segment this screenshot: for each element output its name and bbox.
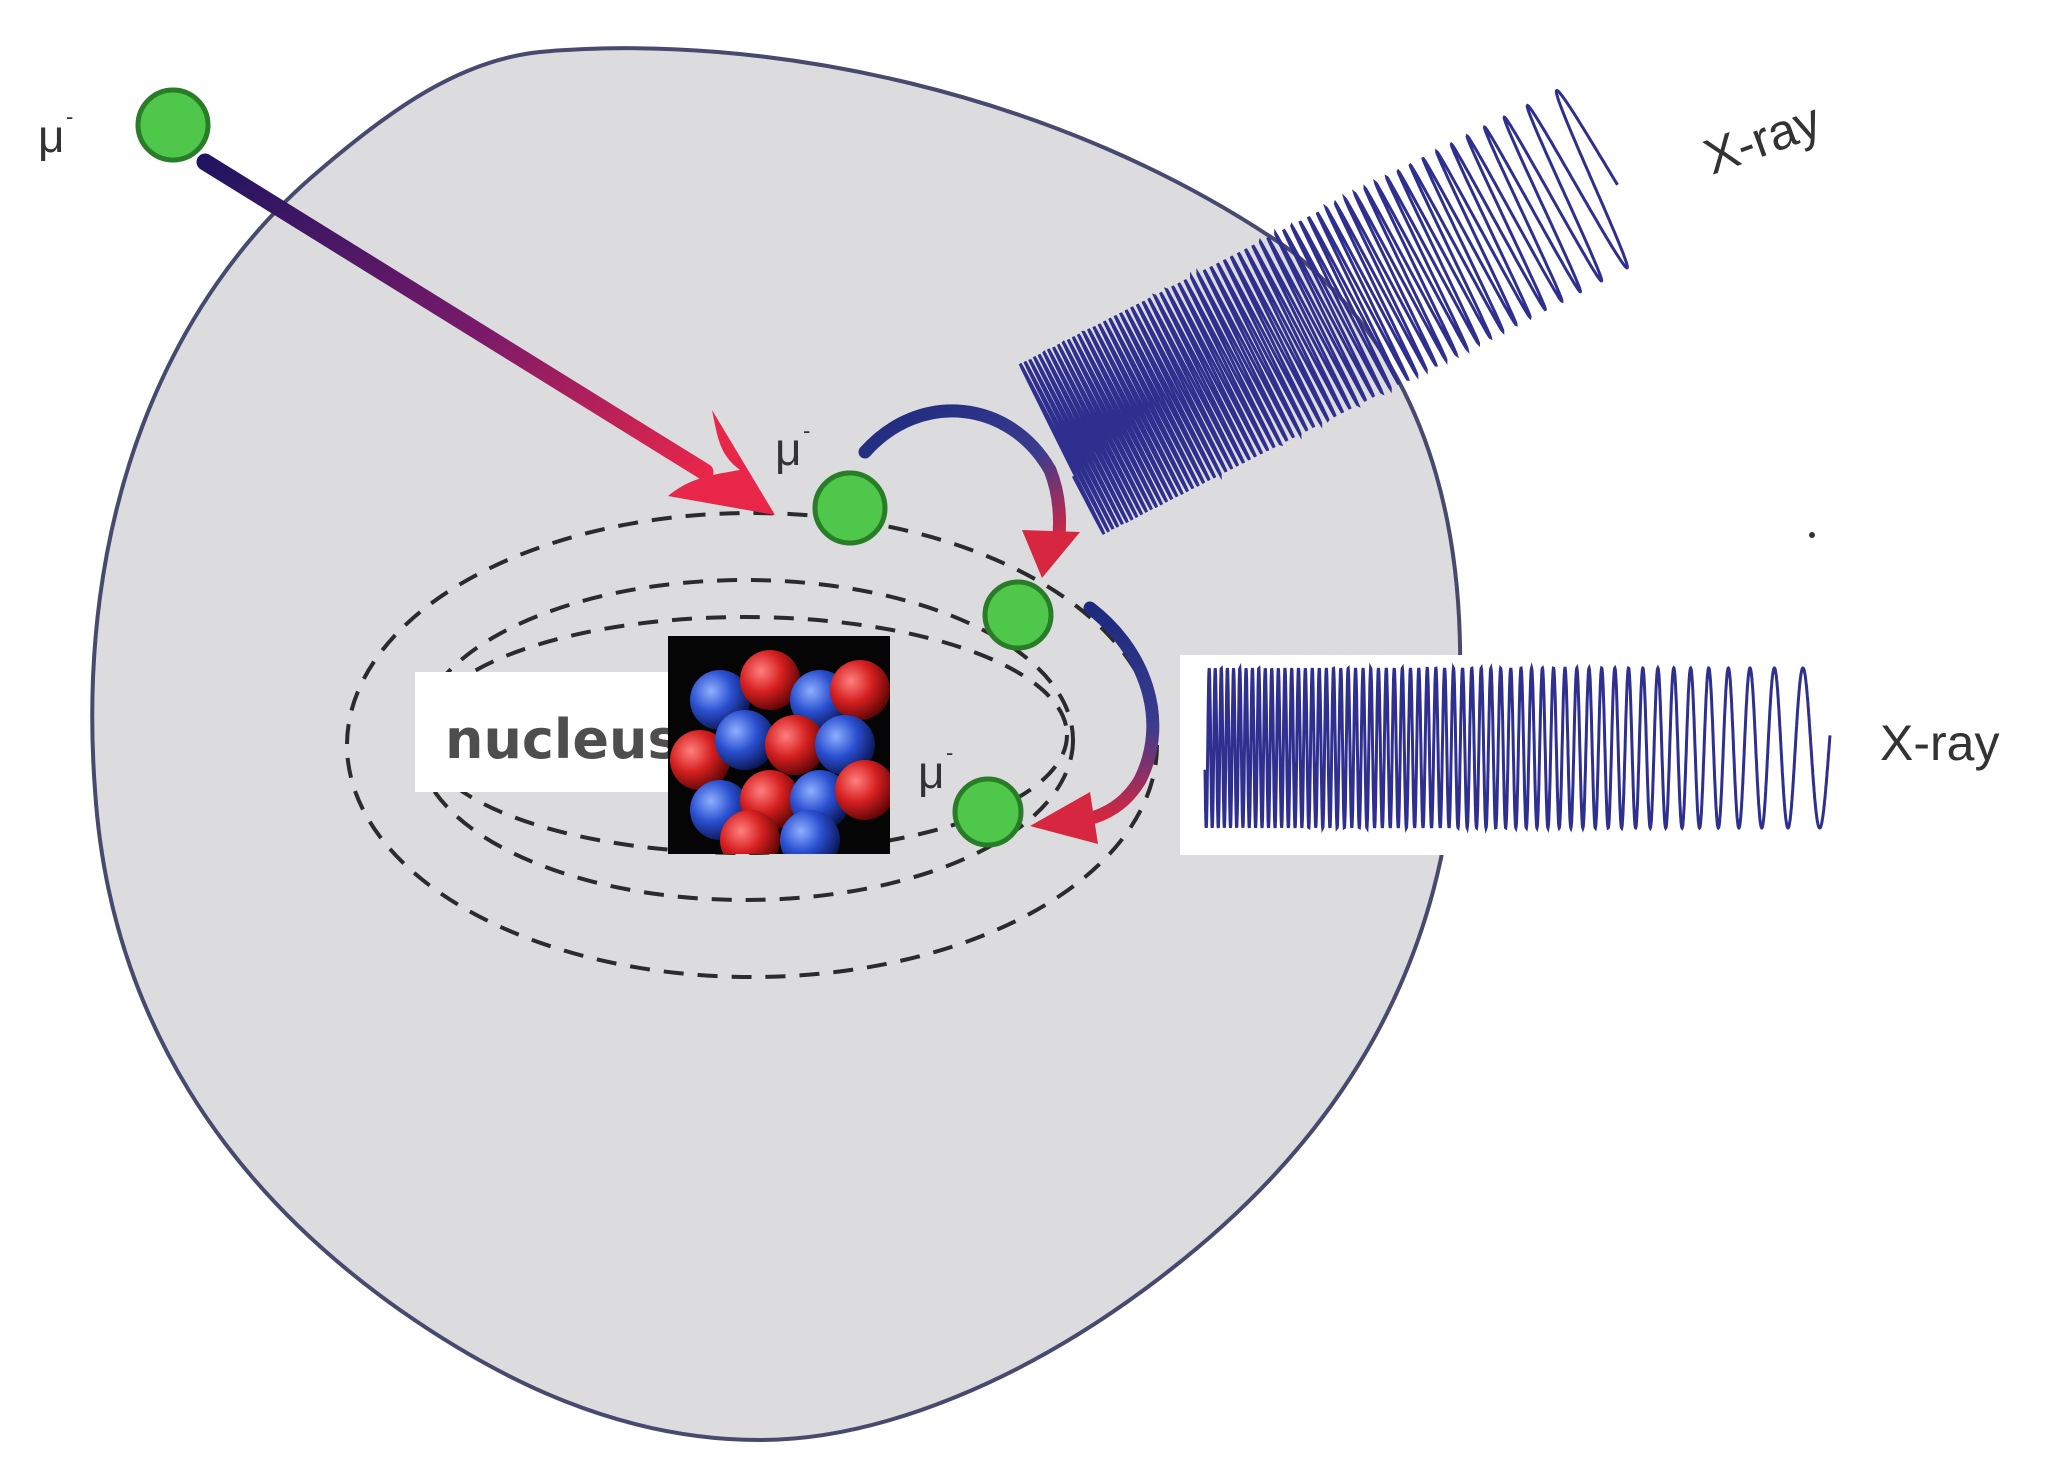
stray-dot [1809, 532, 1815, 538]
xray-label-upper: X-ray [1697, 92, 1828, 185]
proton [765, 715, 825, 775]
nucleus-label-box [415, 672, 677, 792]
muon-orbit-outer: μ - [775, 418, 888, 546]
proton-neutron-cluster-icon [670, 650, 890, 854]
muon-outer-label: μ [775, 423, 802, 475]
muon-incoming-icon [135, 87, 211, 163]
muon-orbit-middle [982, 579, 1054, 651]
neutron [815, 715, 875, 775]
transition-arrow-upper [858, 404, 1080, 578]
proton [720, 810, 780, 854]
muon-outer-icon [812, 470, 888, 546]
muon-incoming-charge: - [66, 104, 73, 129]
muon-orbit-inner: μ - [918, 740, 1024, 848]
muon-incoming-label: μ [38, 110, 65, 162]
muon-inner-label: μ [918, 746, 945, 798]
xray-label-lower: X-ray [1880, 715, 1999, 771]
nucleus-label: nucleus [445, 708, 680, 771]
xray-wave-lower [1180, 655, 1840, 855]
neutron [780, 810, 840, 854]
muon-outer-charge: - [803, 418, 810, 443]
transition-arrow-lower [1030, 601, 1160, 844]
muon-middle-icon [982, 579, 1054, 651]
muon-inner-icon [952, 776, 1024, 848]
muon-incoming: μ - [38, 87, 211, 163]
proton [670, 730, 730, 790]
nucleus: nucleus [415, 636, 890, 854]
muon-inner-charge: - [946, 740, 953, 765]
neutron [715, 710, 775, 770]
xray-wave-upper [1018, 89, 1629, 535]
proton [835, 760, 890, 820]
incoming-muon-arrow [196, 153, 775, 515]
proton [740, 650, 800, 710]
proton [830, 660, 890, 720]
